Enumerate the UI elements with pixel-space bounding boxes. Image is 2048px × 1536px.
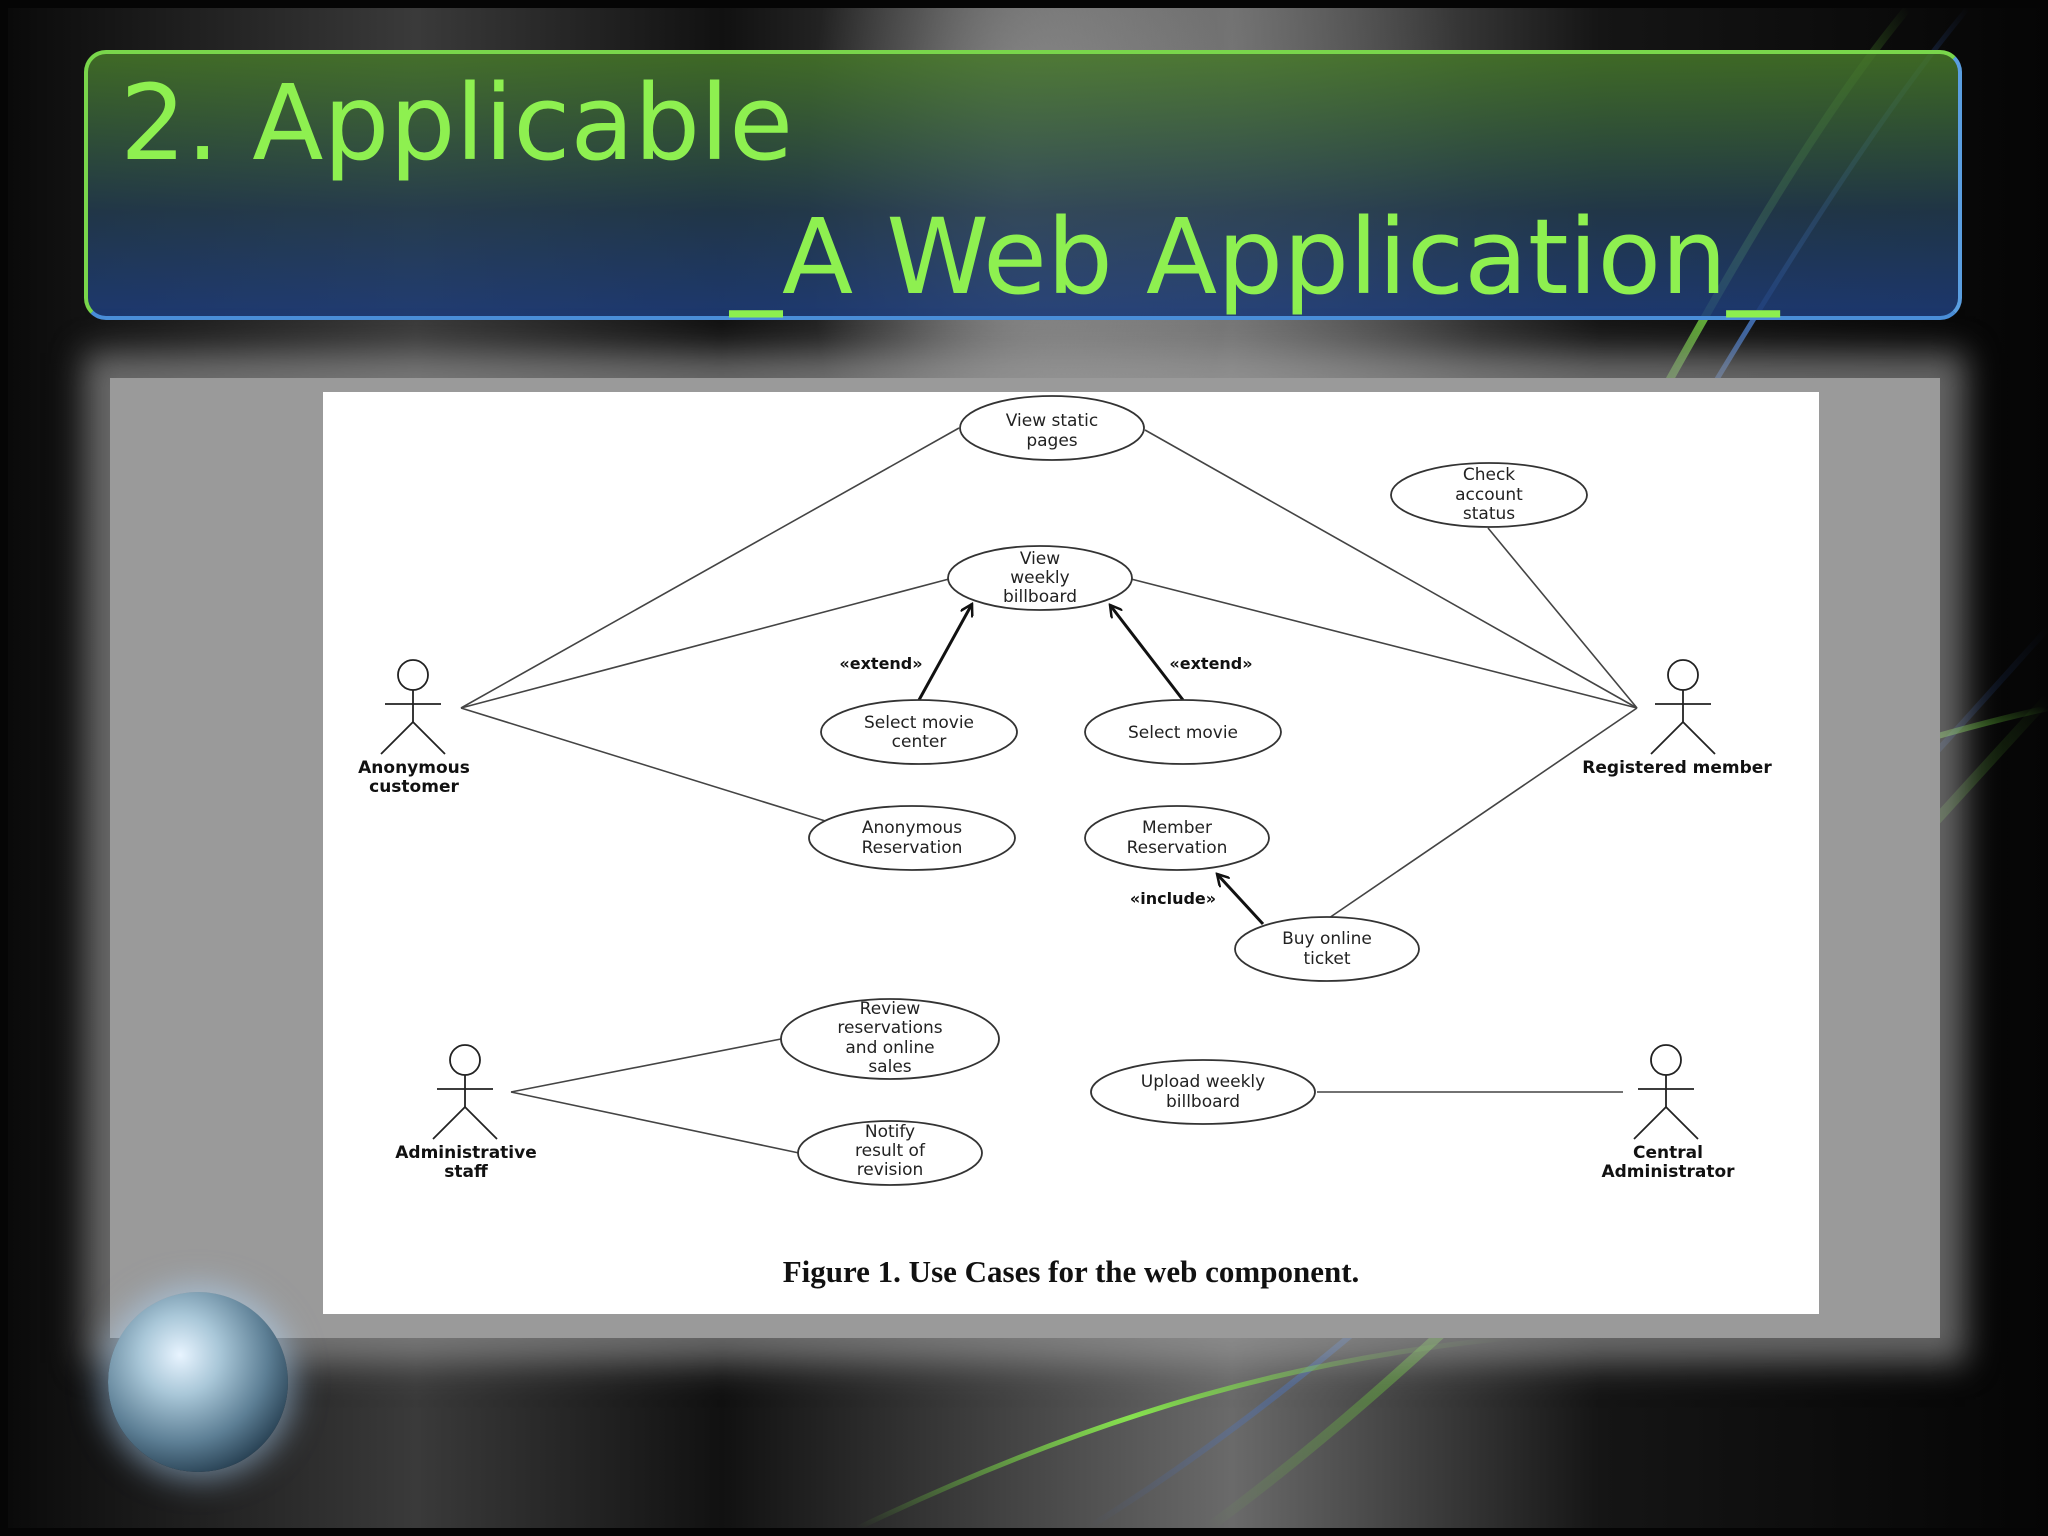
assoc-anon-billboard	[460, 578, 950, 709]
extend-arrow-left	[917, 604, 972, 701]
extend-arrow-right	[1110, 605, 1185, 701]
actor-label: Administrator	[1601, 1162, 1735, 1182]
uc-label: result of	[855, 1141, 926, 1161]
figure-caption: Figure 1. Use Cases for the web componen…	[782, 1254, 1360, 1289]
assoc-member-static	[1144, 429, 1638, 709]
uc-label: and online	[845, 1038, 934, 1058]
assoc-anon-static	[460, 427, 960, 709]
actor-label: Central	[1633, 1143, 1703, 1163]
include-arrow	[1217, 874, 1265, 926]
uc-label: Select movie	[864, 713, 974, 733]
actor-registered-member-icon	[1650, 659, 1716, 755]
uc-anonymous-reservation	[808, 805, 1016, 871]
uc-check-account-status	[1390, 462, 1588, 528]
use-case-diagram: «extend» «extend» «include» View static	[323, 392, 1819, 1314]
actor-label: Anonymous	[358, 758, 470, 778]
slide-subtitle: _A Web Application_	[730, 196, 1780, 318]
assoc-staff-review	[510, 1038, 782, 1093]
uc-upload-weekly-billboard	[1090, 1059, 1316, 1125]
uc-notify-result	[797, 1120, 983, 1186]
uc-select-movie	[1084, 699, 1282, 765]
actor-label: staff	[444, 1162, 488, 1182]
uc-label: Check	[1463, 465, 1515, 485]
actor-administrative-staff-icon	[432, 1044, 498, 1140]
uc-review-reservations	[780, 998, 1000, 1080]
extend-label-left: «extend»	[839, 654, 922, 673]
assoc-member-buy	[1328, 707, 1638, 919]
uc-label: billboard	[1003, 587, 1077, 607]
uc-label: Reservation	[862, 838, 963, 858]
actor-anonymous-customer-icon	[380, 659, 446, 755]
actor-label: Administrative	[395, 1143, 536, 1163]
actor-label: customer	[369, 777, 459, 797]
uc-label: Upload weekly	[1141, 1072, 1265, 1092]
uc-label: View static	[1006, 411, 1098, 431]
slide-title: 2. Applicable	[120, 62, 794, 184]
assoc-anon-reservation	[460, 707, 836, 825]
uc-label: billboard	[1166, 1092, 1240, 1112]
uc-label: pages	[1026, 431, 1077, 451]
uc-member-reservation	[1084, 805, 1270, 871]
include-label: «include»	[1130, 889, 1216, 908]
uc-view-weekly-billboard	[947, 545, 1133, 611]
slide: 2. Applicable _A Web Application_	[8, 8, 2048, 1528]
uc-label: Anonymous	[862, 818, 962, 838]
uc-label: Select movie	[1128, 723, 1238, 743]
assoc-staff-notify	[510, 1091, 800, 1154]
uc-label: account	[1455, 485, 1523, 505]
uc-label: Review	[860, 999, 921, 1019]
title-box	[84, 50, 1962, 320]
uc-buy-online-ticket	[1234, 916, 1420, 982]
uc-label: Reservation	[1127, 838, 1228, 858]
uc-label: reservations	[837, 1018, 942, 1038]
diagram-canvas: «extend» «extend» «include» View static	[358, 395, 1772, 1186]
assoc-member-billboard	[1130, 578, 1638, 709]
uc-label: Notify	[865, 1122, 915, 1142]
uc-label: center	[892, 732, 947, 752]
actor-central-administrator-icon	[1633, 1044, 1699, 1140]
uc-label: revision	[857, 1160, 924, 1180]
uc-select-movie-center	[820, 699, 1018, 765]
globe-icon	[108, 1292, 288, 1472]
extend-label-right: «extend»	[1169, 654, 1252, 673]
uc-label: weekly	[1010, 568, 1069, 588]
uc-label: View	[1020, 549, 1060, 569]
uc-label: Member	[1142, 818, 1212, 838]
uc-label: status	[1463, 504, 1515, 524]
uc-label: Buy online	[1282, 929, 1372, 949]
uc-label: ticket	[1303, 949, 1350, 969]
uc-label: sales	[868, 1057, 911, 1077]
uc-view-static-pages	[959, 395, 1145, 461]
assoc-member-account	[1487, 527, 1638, 709]
actor-label: Registered member	[1582, 758, 1772, 778]
